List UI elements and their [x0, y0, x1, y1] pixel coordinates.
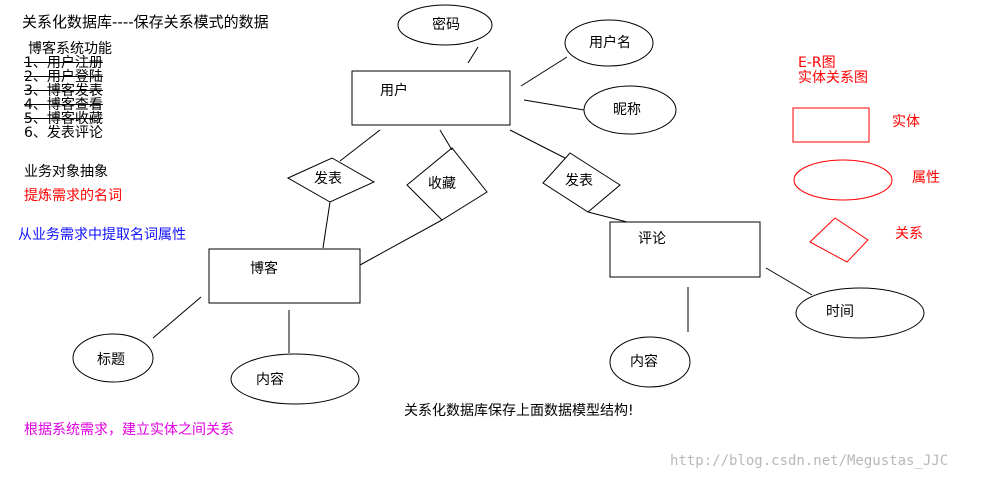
- line-user-nickname: [523, 99, 585, 111]
- attr-blog-content-label: 内容: [256, 372, 284, 388]
- step-extract-attributes: 从业务需求中提取名词属性: [18, 227, 186, 243]
- line-user-publish-blog: [339, 129, 381, 162]
- step-extract-nouns: 提炼需求的名词: [24, 188, 122, 204]
- rel-favorite-diamond: [406, 147, 488, 221]
- feature-item: 2、用户登陆: [24, 69, 103, 85]
- line-user-publish-comment: [509, 129, 566, 159]
- feature-item: 5、博客收藏: [24, 111, 103, 127]
- attr-blog-content-ellipse: [230, 353, 360, 405]
- legend-attribute-label: 属性: [912, 170, 940, 186]
- line-blog-title: [152, 296, 202, 339]
- legend-title-er: E-R图: [798, 55, 836, 71]
- attr-username-label: 用户名: [589, 35, 631, 51]
- entity-comment-box: [609, 221, 761, 278]
- attr-password-label: 密码: [432, 17, 460, 33]
- line-favorite-blog: [359, 219, 443, 266]
- line-user-username: [520, 56, 568, 87]
- step-build-relations: 根据系统需求，建立实体之间关系: [24, 422, 234, 438]
- feature-item: 4、博客查看: [24, 97, 103, 113]
- watermark-url: http://blog.csdn.net/Megustas_JJC: [670, 453, 949, 469]
- legend-relationship-label: 关系: [895, 226, 923, 242]
- legend-relationship-diamond: [809, 217, 869, 263]
- footer-note: 关系化数据库保存上面数据模型结构!: [404, 403, 634, 419]
- entity-user-label: 用户: [380, 83, 408, 99]
- legend-title-entity-relation: 实体关系图: [798, 70, 868, 86]
- rel-publish-blog-diamond: [286, 157, 376, 203]
- features-list: 博客系统功能 1、用户注册 2、用户登陆 3、博客发表 4、博客查看 5、博客收…: [24, 42, 112, 140]
- attr-comment-content-label: 内容: [630, 354, 658, 370]
- attr-title-label: 标题: [97, 352, 125, 368]
- line-comment-time: [765, 267, 813, 296]
- attr-title-ellipse: [72, 333, 154, 383]
- step-business-abstraction: 业务对象抽象: [24, 164, 108, 180]
- legend-entity-label: 实体: [892, 114, 920, 130]
- rel-publish-comment-diamond: [542, 152, 621, 213]
- feature-item: 3、博客发表: [24, 83, 103, 99]
- attr-comment-content-ellipse: [609, 336, 691, 388]
- entity-blog-box: [208, 248, 361, 304]
- line-publish-comment-comment: [587, 211, 628, 223]
- entity-blog-label: 博客: [250, 261, 278, 277]
- line-user-favorite: [439, 129, 453, 151]
- page-title: 关系化数据库----保存关系模式的数据: [22, 13, 269, 31]
- attr-username-ellipse: [564, 19, 654, 67]
- attr-time-label: 时间: [826, 304, 854, 320]
- legend-entity-box: [792, 107, 870, 143]
- rel-favorite-label: 收藏: [428, 176, 456, 192]
- line-user-password: [467, 46, 479, 64]
- feature-item: 1、用户注册: [24, 55, 103, 71]
- legend-attribute-ellipse: [793, 159, 893, 201]
- attr-time-ellipse: [795, 287, 925, 339]
- line-publish-blog-blog: [322, 201, 331, 249]
- features-heading: 博客系统功能: [28, 41, 112, 57]
- rel-publish-blog-label: 发表: [314, 171, 342, 187]
- entity-comment-label: 评论: [638, 231, 666, 247]
- entity-user-box: [351, 70, 511, 126]
- attr-nickname-label: 昵称: [613, 102, 641, 118]
- rel-publish-comment-label: 发表: [565, 173, 593, 189]
- feature-item: 6、发表评论: [24, 125, 103, 141]
- attr-password-ellipse: [397, 4, 493, 46]
